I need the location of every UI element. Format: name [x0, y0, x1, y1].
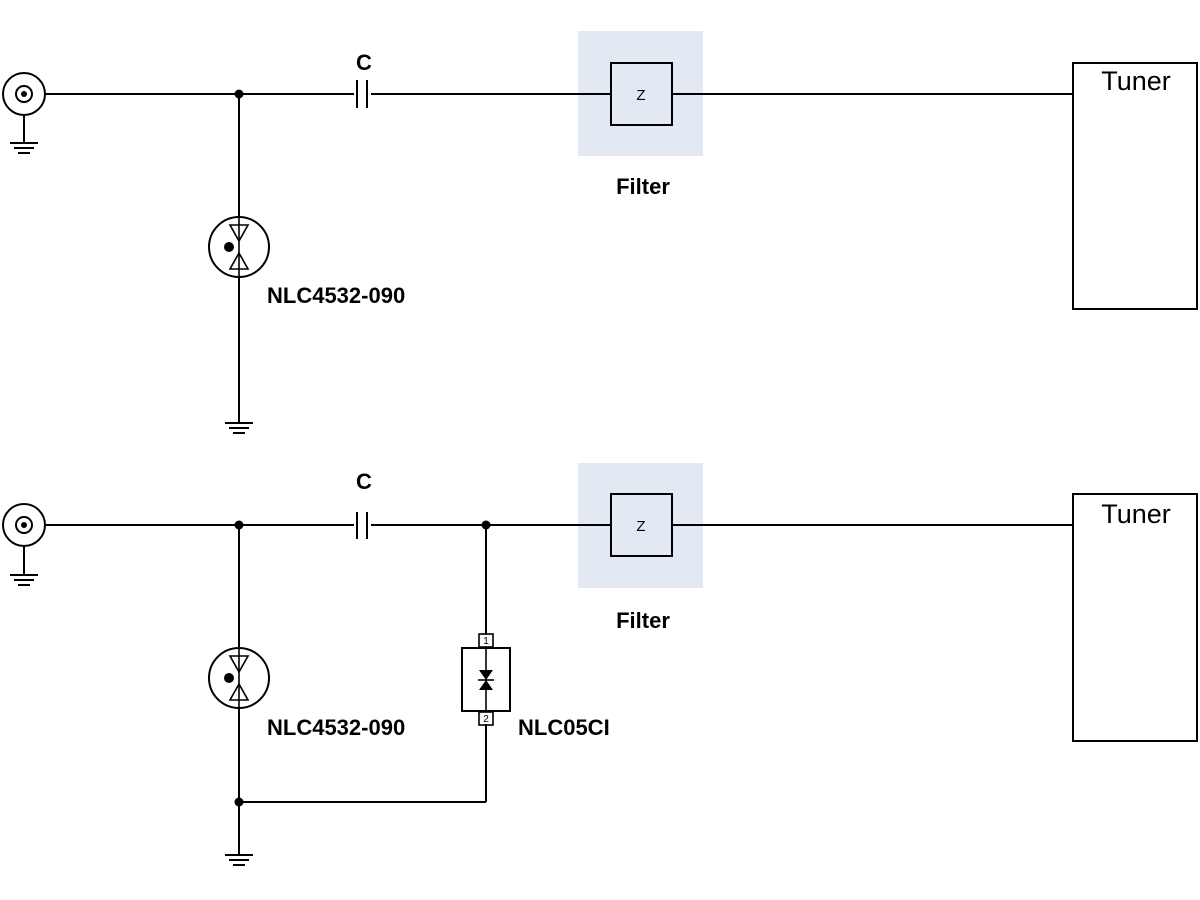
capacitor-icon	[356, 512, 368, 539]
coax-connector-icon	[2, 503, 46, 586]
tuner-label: Tuner	[1101, 66, 1171, 96]
coax-connector-icon	[2, 72, 46, 154]
filter-box	[610, 62, 673, 126]
filter-label: Filter	[616, 608, 670, 633]
filter-label: Filter	[616, 174, 670, 199]
filter-symbol: Z	[636, 518, 645, 535]
tuner-box	[1072, 62, 1198, 310]
tuner-label: Tuner	[1101, 499, 1171, 529]
ground-icon	[225, 854, 253, 866]
surge-arrester-label: NLC4532-090	[267, 283, 405, 308]
tuner-box	[1072, 493, 1198, 742]
tvs-label: NLC05CI	[518, 715, 610, 740]
capacitor-label: C	[356, 50, 372, 75]
surge-arrester-icon	[208, 216, 270, 278]
filter-box	[610, 493, 673, 557]
surge-arrester-icon	[208, 647, 270, 709]
surge-arrester-label: NLC4532-090	[267, 715, 405, 740]
tvs-pin1-label: 1	[483, 636, 489, 647]
filter-symbol: Z	[636, 87, 645, 104]
circuit-bottom: C Z Filter Tuner NLC4532-090	[2, 463, 1198, 866]
capacitor-icon	[356, 80, 368, 108]
ground-icon	[225, 422, 253, 434]
circuit-top: C Z Filter Tuner NLC4532-090	[2, 31, 1198, 434]
capacitor-label: C	[356, 469, 372, 494]
tvs-diode-icon	[461, 633, 511, 726]
tvs-pin2-label: 2	[483, 714, 489, 725]
